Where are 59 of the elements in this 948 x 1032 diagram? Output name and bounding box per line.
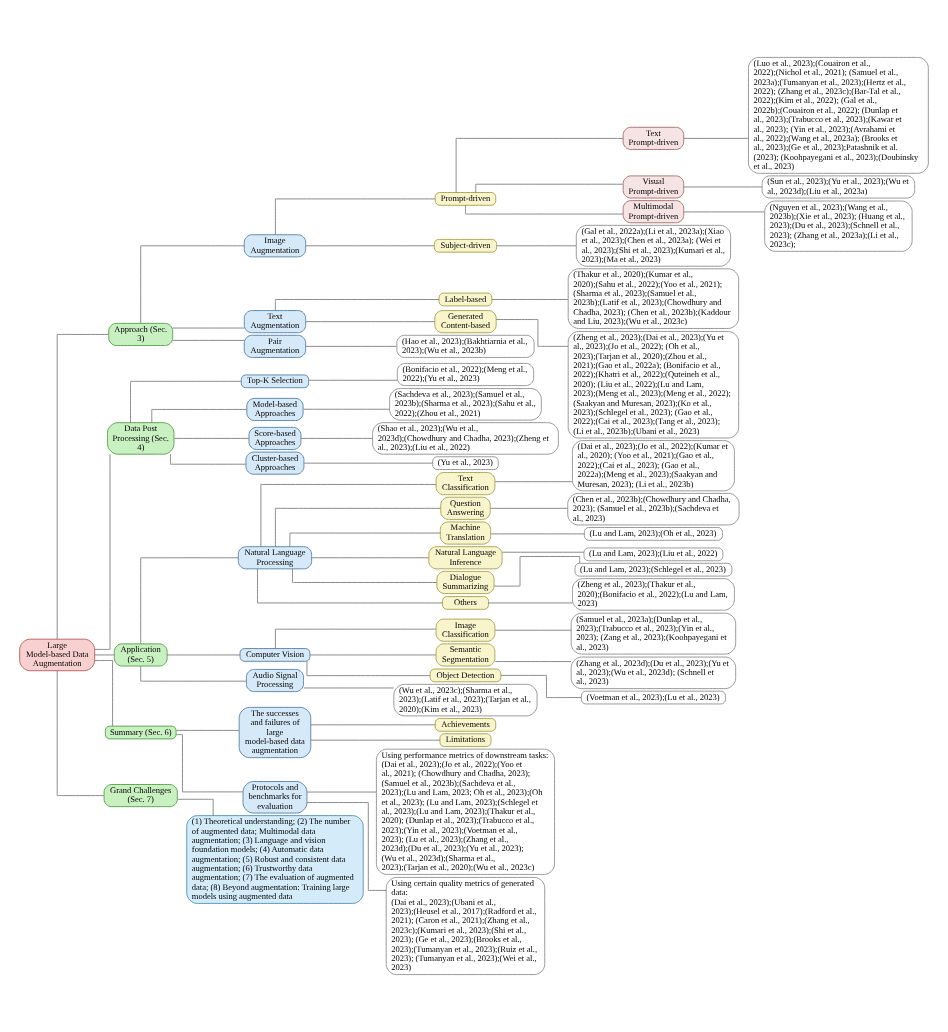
connector	[172, 327, 245, 329]
connector	[94, 453, 111, 650]
connector	[289, 532, 441, 547]
connector	[308, 379, 398, 381]
connector	[455, 137, 624, 193]
connector	[491, 299, 569, 300]
connector	[130, 380, 242, 423]
connector	[310, 739, 441, 741]
connector	[465, 205, 624, 215]
connector	[311, 557, 429, 559]
connector	[490, 507, 568, 509]
connector	[305, 321, 436, 323]
connector	[173, 438, 250, 439]
connector	[683, 211, 765, 213]
connector	[274, 198, 436, 236]
connector	[488, 602, 573, 604]
connector	[500, 674, 582, 698]
connector	[140, 245, 245, 324]
connector	[56, 670, 105, 796]
connector	[494, 661, 572, 662]
connector	[140, 557, 239, 645]
connector	[305, 245, 435, 247]
connector	[292, 568, 438, 583]
connector	[175, 729, 240, 731]
connector	[274, 507, 442, 547]
connector	[170, 453, 247, 465]
connector	[172, 340, 245, 341]
connector	[94, 660, 113, 727]
connector	[683, 137, 749, 139]
connector	[490, 533, 585, 535]
connector	[260, 484, 437, 548]
connector	[303, 462, 433, 464]
connector	[177, 798, 214, 816]
connector	[166, 654, 241, 656]
connector	[306, 661, 431, 677]
connector	[303, 408, 390, 410]
connector	[501, 551, 585, 553]
connector	[306, 791, 377, 793]
connector	[309, 654, 437, 656]
connector	[475, 183, 624, 193]
connector	[300, 438, 373, 439]
connector	[175, 734, 244, 793]
connector	[493, 556, 581, 587]
connector	[94, 654, 115, 656]
connector	[140, 665, 247, 682]
connector	[494, 629, 572, 631]
connector	[274, 299, 440, 311]
connector	[306, 802, 387, 891]
connector	[305, 345, 397, 347]
connector	[494, 481, 573, 483]
connector	[274, 628, 437, 649]
connector	[310, 724, 436, 726]
connector	[683, 186, 763, 188]
connector	[495, 319, 569, 347]
connector	[151, 409, 248, 423]
connector	[496, 245, 577, 247]
connector	[303, 687, 395, 689]
connector	[56, 334, 110, 640]
connector	[257, 568, 443, 604]
